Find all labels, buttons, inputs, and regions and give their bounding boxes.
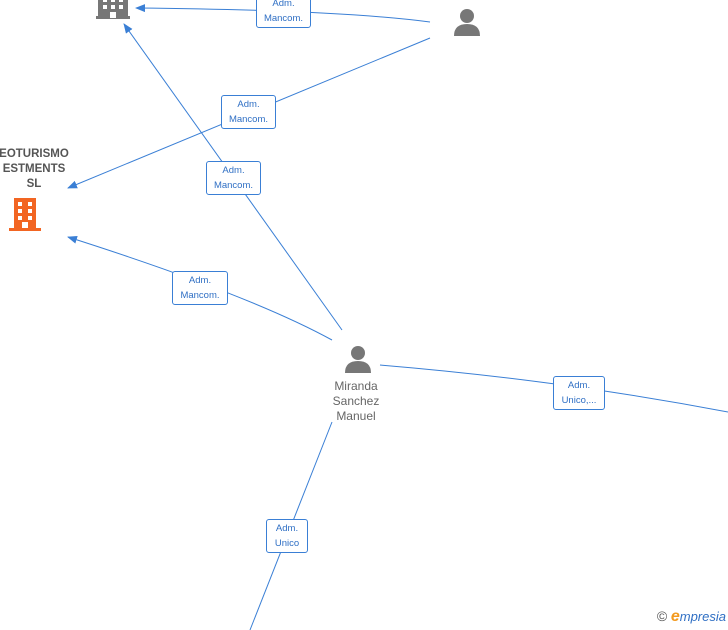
edge-label-line-2: Mancom. — [180, 290, 220, 301]
edge-label-line-1: Adm. — [237, 99, 260, 110]
edge-label-person-center-right[interactable]: Adm. Unico,... — [553, 376, 605, 410]
company-left-name[interactable]: EOTURISMO ESTMENTS SL — [0, 147, 72, 192]
company-name-line-1: EOTURISMO — [0, 148, 69, 160]
edge-label-person-center-company-top[interactable]: Adm. Mancom. — [206, 161, 261, 195]
company-top-building-icon[interactable] — [96, 0, 130, 19]
company-name-line-3: SL — [26, 178, 42, 190]
edge-label-person-top-right-company-left[interactable]: Adm. Mancom. — [221, 95, 276, 129]
company-left-building-icon[interactable] — [9, 198, 41, 231]
edge-label-person-top-right-company-top[interactable]: Adm. Mancom. — [256, 0, 311, 28]
empresia-watermark: © empresia — [657, 608, 726, 626]
person-top-right-icon[interactable] — [454, 9, 480, 36]
edge-label-line-2: Unico,... — [561, 395, 597, 406]
edge-label-line-1: Adm. — [275, 523, 299, 534]
copyright-symbol: © — [656, 608, 668, 624]
edge-label-person-center-company-left[interactable]: Adm. Mancom. — [172, 271, 228, 305]
person-center-icon[interactable] — [345, 346, 371, 373]
brand-rest: mpresia — [679, 609, 726, 624]
person-name-line-3: Manuel — [336, 409, 376, 423]
company-name-line-2: ESTMENTS — [2, 163, 66, 175]
person-name-line-2: Sanchez — [332, 394, 380, 408]
person-center-name[interactable]: Miranda Sanchez Manuel — [316, 379, 396, 424]
edge-label-line-2: Mancom. — [213, 180, 254, 191]
edge-label-line-1: Adm. — [222, 165, 245, 176]
edge-label-line-2: Mancom. — [228, 114, 269, 125]
edge-label-person-center-bottom[interactable]: Adm. Unico — [266, 519, 308, 553]
edge-label-line-1: Adm. — [188, 275, 212, 286]
edge-label-line-2: Mancom. — [263, 13, 304, 24]
edge-label-line-2: Unico — [274, 538, 300, 549]
person-name-line-1: Miranda — [334, 379, 378, 393]
edge-label-line-1: Adm. — [272, 0, 295, 9]
edge-label-line-1: Adm. — [567, 380, 591, 391]
edge-person-top-right-to-company-top — [135, 4, 431, 23]
brand-initial: e — [670, 608, 680, 625]
